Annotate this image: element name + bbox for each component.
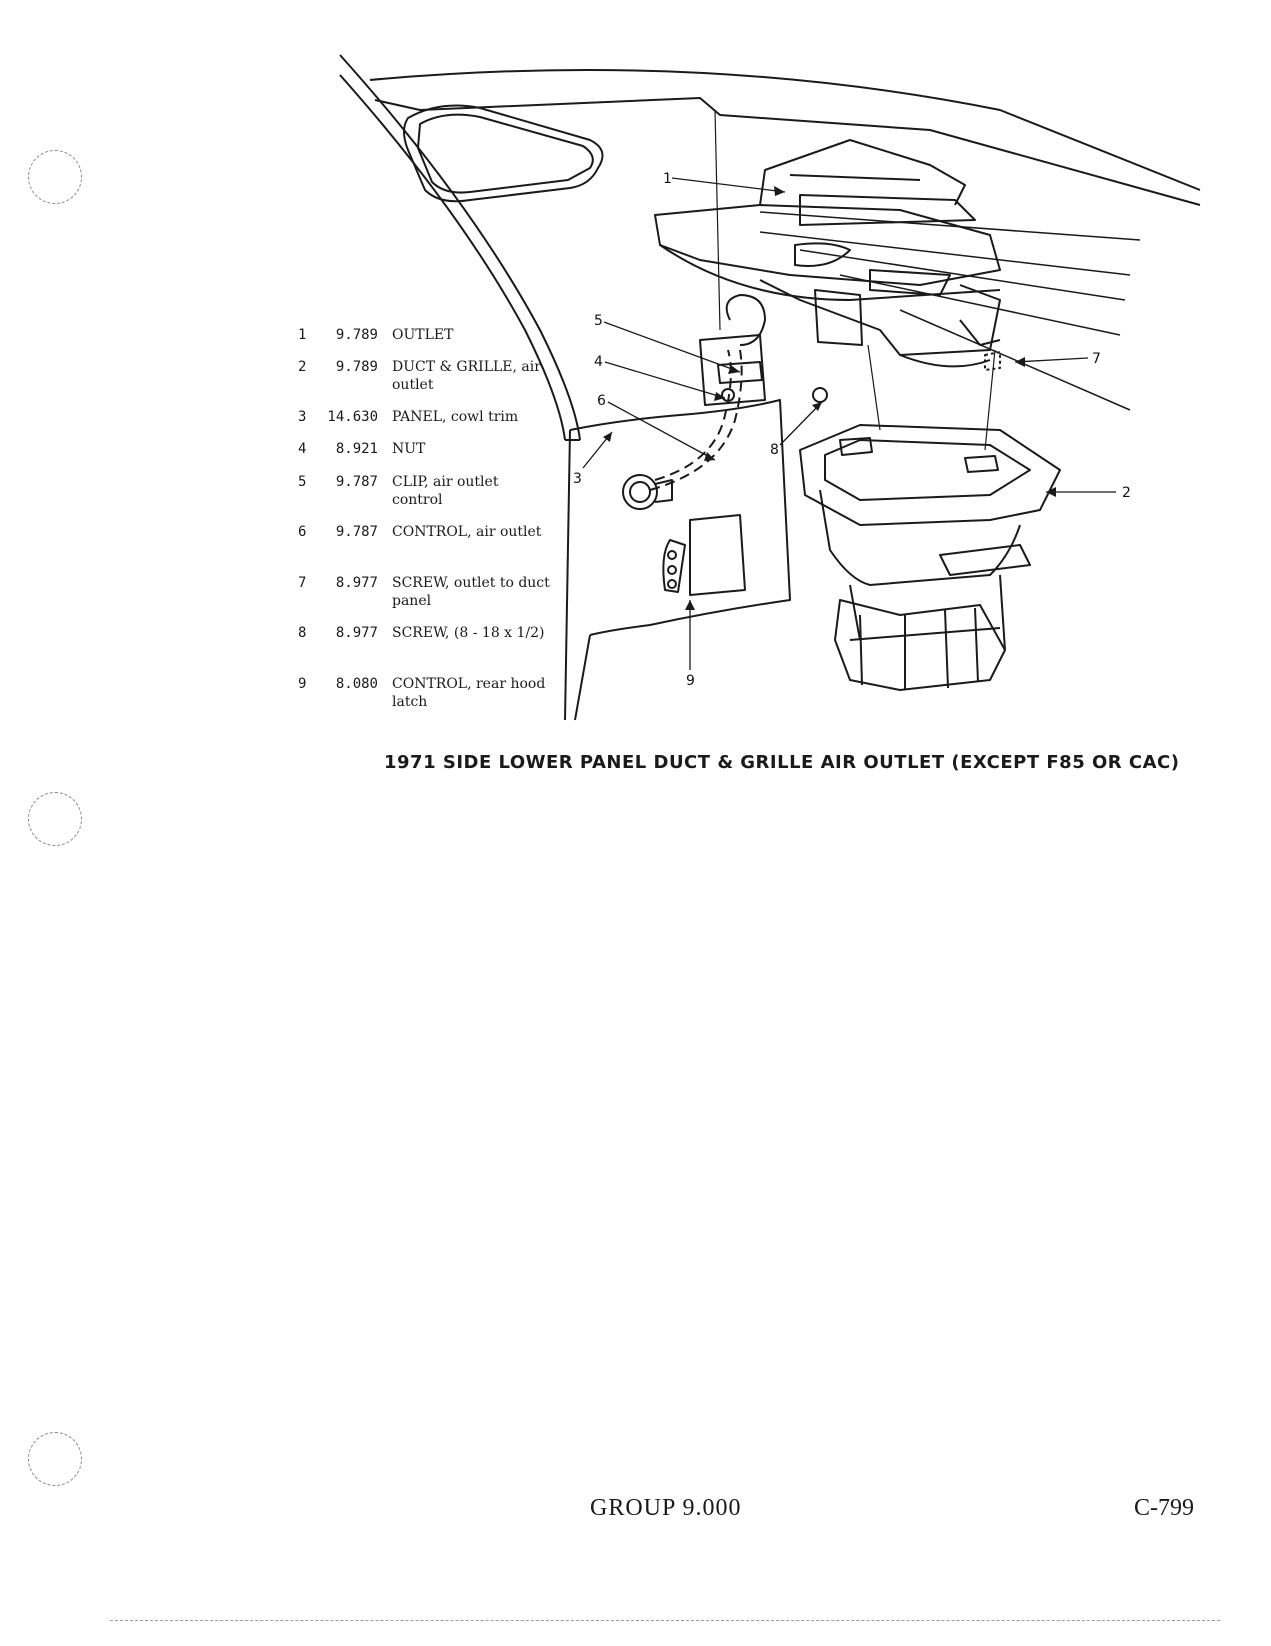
part-description: CONTROL, air outlet bbox=[392, 524, 542, 540]
callout-9: 9 bbox=[686, 673, 695, 689]
part-code: 8.921 bbox=[335, 441, 378, 457]
exploded-view-drawing: 1 2 3 4 5 6 7 8 9 bbox=[339, 54, 1201, 721]
part-description: OUTLET bbox=[392, 327, 454, 343]
part-number: 2 bbox=[298, 359, 307, 375]
part-description: CONTROL, rear hood latch bbox=[392, 676, 546, 710]
part-code: 9.787 bbox=[335, 524, 378, 540]
part-description: SCREW, outlet to duct panel bbox=[392, 575, 550, 609]
callout-6: 6 bbox=[597, 393, 606, 409]
part-number: 7 bbox=[298, 575, 307, 591]
part-code: 8.977 bbox=[335, 625, 378, 641]
callout-7: 7 bbox=[1092, 351, 1101, 367]
callout-1: 1 bbox=[663, 171, 672, 187]
punch-hole-bottom bbox=[28, 1432, 82, 1486]
part-number: 3 bbox=[298, 409, 307, 425]
part-code: 8.977 bbox=[335, 575, 378, 591]
part-number: 9 bbox=[298, 676, 307, 692]
part-description: NUT bbox=[392, 441, 426, 457]
callout-8: 8 bbox=[770, 442, 779, 458]
part-description: SCREW, (8 - 18 x 1/2) bbox=[392, 625, 545, 641]
scan-edge-noise bbox=[110, 1620, 1220, 1627]
part-number: 1 bbox=[298, 327, 307, 343]
callout-3: 3 bbox=[573, 471, 582, 487]
part-code: 9.787 bbox=[335, 474, 378, 490]
part-code: 8.080 bbox=[335, 676, 378, 692]
part-number: 5 bbox=[298, 474, 307, 490]
footer-page-number: C-799 bbox=[1134, 1495, 1194, 1521]
part-number: 4 bbox=[298, 441, 307, 457]
callout-4: 4 bbox=[594, 354, 603, 370]
part-number: 8 bbox=[298, 625, 307, 641]
part-number: 6 bbox=[298, 524, 307, 540]
figure-caption: 1971 SIDE LOWER PANEL DUCT & GRILLE AIR … bbox=[384, 752, 1180, 773]
part-description: PANEL, cowl trim bbox=[392, 409, 519, 425]
punch-hole-middle bbox=[28, 792, 82, 846]
part-description: CLIP, air outlet control bbox=[392, 474, 499, 508]
punch-hole-top bbox=[28, 150, 82, 204]
callout-5: 5 bbox=[594, 313, 603, 329]
part-code: 9.789 bbox=[335, 359, 378, 375]
part-code: 9.789 bbox=[335, 327, 378, 343]
part-description: DUCT & GRILLE, air outlet bbox=[392, 359, 541, 393]
part-code: 14.630 bbox=[327, 409, 378, 425]
footer-group-label: GROUP 9.000 bbox=[590, 1495, 742, 1521]
callout-2: 2 bbox=[1122, 485, 1131, 501]
